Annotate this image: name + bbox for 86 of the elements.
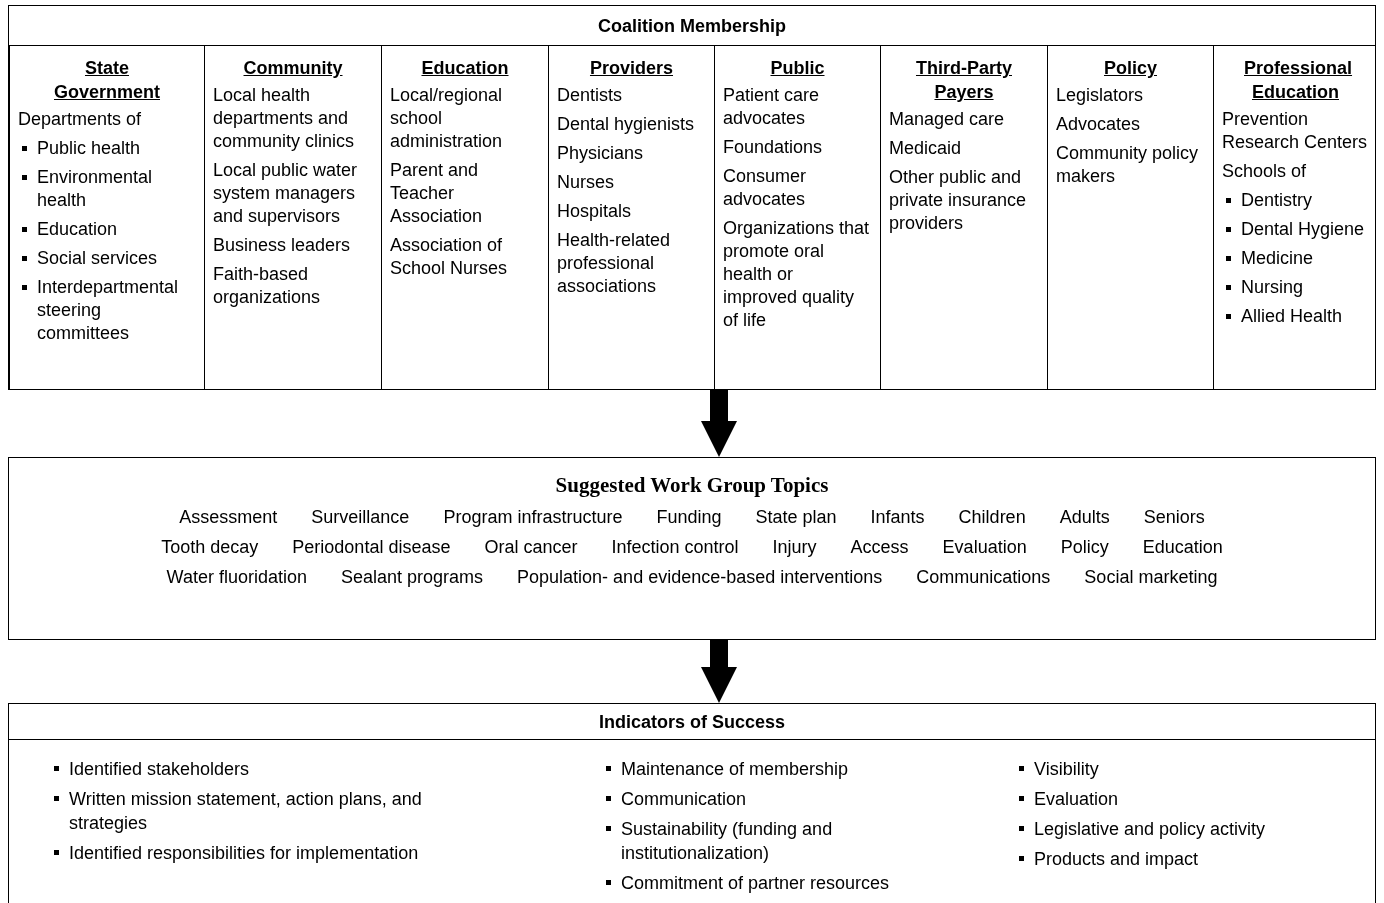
list-item: Dental Hygiene [1241,218,1365,241]
list-item: Dentists [557,84,624,107]
list-item: Evaluation [1034,788,1119,811]
topic-text: Tooth decay [161,536,259,559]
list-item: Dentistry [1241,189,1312,212]
list-item: Dental hygienists [557,113,696,136]
list-item: Health-related professional associations [557,229,672,298]
topic-text: Program infrastructure [443,506,623,529]
topic-text: Evaluation [942,536,1027,559]
topics-panel [8,457,1376,640]
list-item: Education [37,218,118,241]
topic-text: Infants [870,506,925,529]
topic-text: Sealant programs [340,566,484,589]
panel-title: Indicators of Success [598,710,786,734]
list-item: Nursing [1241,276,1304,299]
membership-panel [8,5,1376,390]
topic-text: Oral cancer [484,536,578,559]
list-item: Faith-based organizations [213,263,322,309]
column-heading: Education [420,57,510,80]
topic-text: State plan [755,506,837,529]
topic-text: Periodontal disease [292,536,451,559]
list-item: Consumer advocates [723,165,808,211]
list-item: Identified responsibilities for implementation [69,842,419,865]
list-item: Written mission statement, action plans, and strategies [69,788,423,835]
list-item: Prevention Research Centers [1222,108,1369,154]
list-item: Visibility [1034,758,1099,781]
topic-text: Policy [1060,536,1109,559]
list-item: Business leaders [213,234,352,257]
list-item: Identified stakeholders [69,758,250,781]
panel-title: Coalition Membership [598,14,786,38]
column-heading: Public [769,57,826,80]
list-item: Social services [37,247,158,270]
column-heading: Policy [1103,57,1158,80]
list-item: Products and impact [1034,848,1199,871]
topic-text: Funding [656,506,722,529]
topic-text: Children [958,506,1026,529]
list-item: Managed care [889,108,1006,131]
list-item: Association of School Nurses [390,234,509,280]
topic-text: Education [1142,536,1223,559]
list-item: Public health [37,137,141,160]
topic-text: Social marketing [1084,566,1218,589]
list-item: Legislative and policy activity [1034,818,1266,841]
list-item: Maintenance of membership [621,758,849,781]
list-item: Nurses [557,171,615,194]
column-heading: Professional Education [1243,57,1354,104]
topic-text: Seniors [1143,506,1205,529]
list-item: Departments of [18,108,143,131]
list-item: Communication [621,788,747,811]
list-item: Sustainability (funding and institutionalization) [621,818,834,865]
topic-text: Water fluoridation [166,566,307,589]
list-item: Medicaid [889,137,963,160]
list-item: Medicine [1241,247,1314,270]
topic-text: Adults [1059,506,1110,529]
list-item: Physicians [557,142,645,165]
list-item: Other public and private insurance providers [889,166,1028,235]
topic-text: Population- and evidence-based interventions [517,566,883,589]
list-item: Organizations that promote oral health or improved quality of life [723,217,871,332]
topic-text: Access [850,536,909,559]
list-item: Hospitals [557,200,633,223]
list-item: Local health departments and community clinics [213,84,356,153]
column-heading: Third-Party Payers [915,57,1013,104]
indicators-panel [8,703,1376,903]
list-item: Local public water system managers and supervisors [213,159,359,228]
topic-text: Injury [772,536,817,559]
list-item: Patient care advocates [723,84,821,130]
topic-text: Assessment [179,506,278,529]
list-item: Parent and Teacher Association [390,159,484,228]
list-item: Advocates [1056,113,1142,136]
list-item: Commitment of partner resources [621,872,890,895]
list-item: Schools of [1222,160,1308,183]
topic-text: Surveillance [311,506,410,529]
column-heading: State Government [53,57,161,104]
block-arrow [701,640,737,703]
column-heading: Providers [588,57,674,80]
list-item: Local/regional school administration [390,84,504,153]
column-heading: Community [242,57,344,80]
list-item: Legislators [1056,84,1145,107]
list-item: Allied Health [1241,305,1343,328]
topic-text: Communications [916,566,1051,589]
block-arrow [701,390,737,457]
panel-title: Suggested Work Group Topics [555,472,829,499]
list-item: Community policy makers [1056,142,1200,188]
list-item: Foundations [723,136,824,159]
list-item: Environmental health [37,166,154,212]
list-item: Interdepartmental steering committees [37,276,180,345]
topic-text: Infection control [611,536,739,559]
